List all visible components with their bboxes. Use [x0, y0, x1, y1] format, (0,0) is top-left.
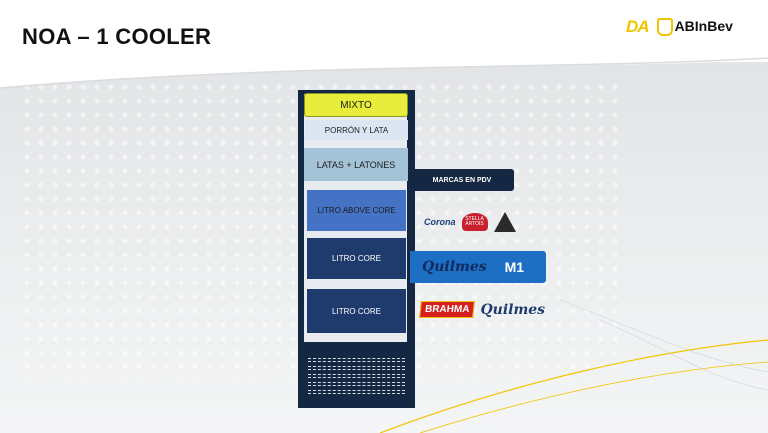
abinbev-logo: ABInBev: [656, 17, 733, 36]
brands-row-premium: Corona STELLA ARTOIS: [424, 212, 516, 232]
base-grille-line: [308, 374, 405, 378]
quilmes-logo: Quilmes: [480, 301, 546, 318]
shelf-litro-core-1: LITRO CORE: [307, 238, 406, 279]
stella-artois-logo: STELLA ARTOIS: [461, 213, 488, 231]
andes-logo-icon: [493, 212, 516, 232]
m1-label: M1: [504, 259, 525, 275]
base-grille-line: [308, 358, 405, 362]
shelf-porron-lata: PORRÓN Y LATA: [305, 120, 408, 140]
base-grille-line: [308, 366, 405, 370]
shelf-litro-above-core: LITRO ABOVE CORE: [307, 190, 406, 231]
base-grille-line: [308, 382, 405, 386]
m1-banner: Quilmes M1: [410, 251, 546, 283]
base-grille-line: [308, 390, 405, 394]
shelf-mixto: MIXTO: [304, 93, 408, 117]
abinbev-mark-icon: [656, 17, 673, 36]
brahma-logo: BRAHMA: [419, 301, 476, 318]
brand-logos: DA ABInBev: [626, 17, 733, 37]
shelf-latas-latones: LATAS + LATONES: [304, 148, 408, 181]
m1-quilmes-logo: Quilmes: [422, 259, 487, 275]
corona-logo: Corona: [424, 217, 456, 227]
marcas-en-pdv-label: MARCAS EN PDV: [410, 169, 514, 191]
da-logo: DA: [626, 17, 650, 36]
shelf-litro-core-2: LITRO CORE: [307, 289, 406, 333]
brands-row-core: BRAHMA Quilmes: [419, 301, 546, 318]
page-title: NOA – 1 COOLER: [22, 24, 212, 49]
cooler-base: [300, 345, 413, 405]
